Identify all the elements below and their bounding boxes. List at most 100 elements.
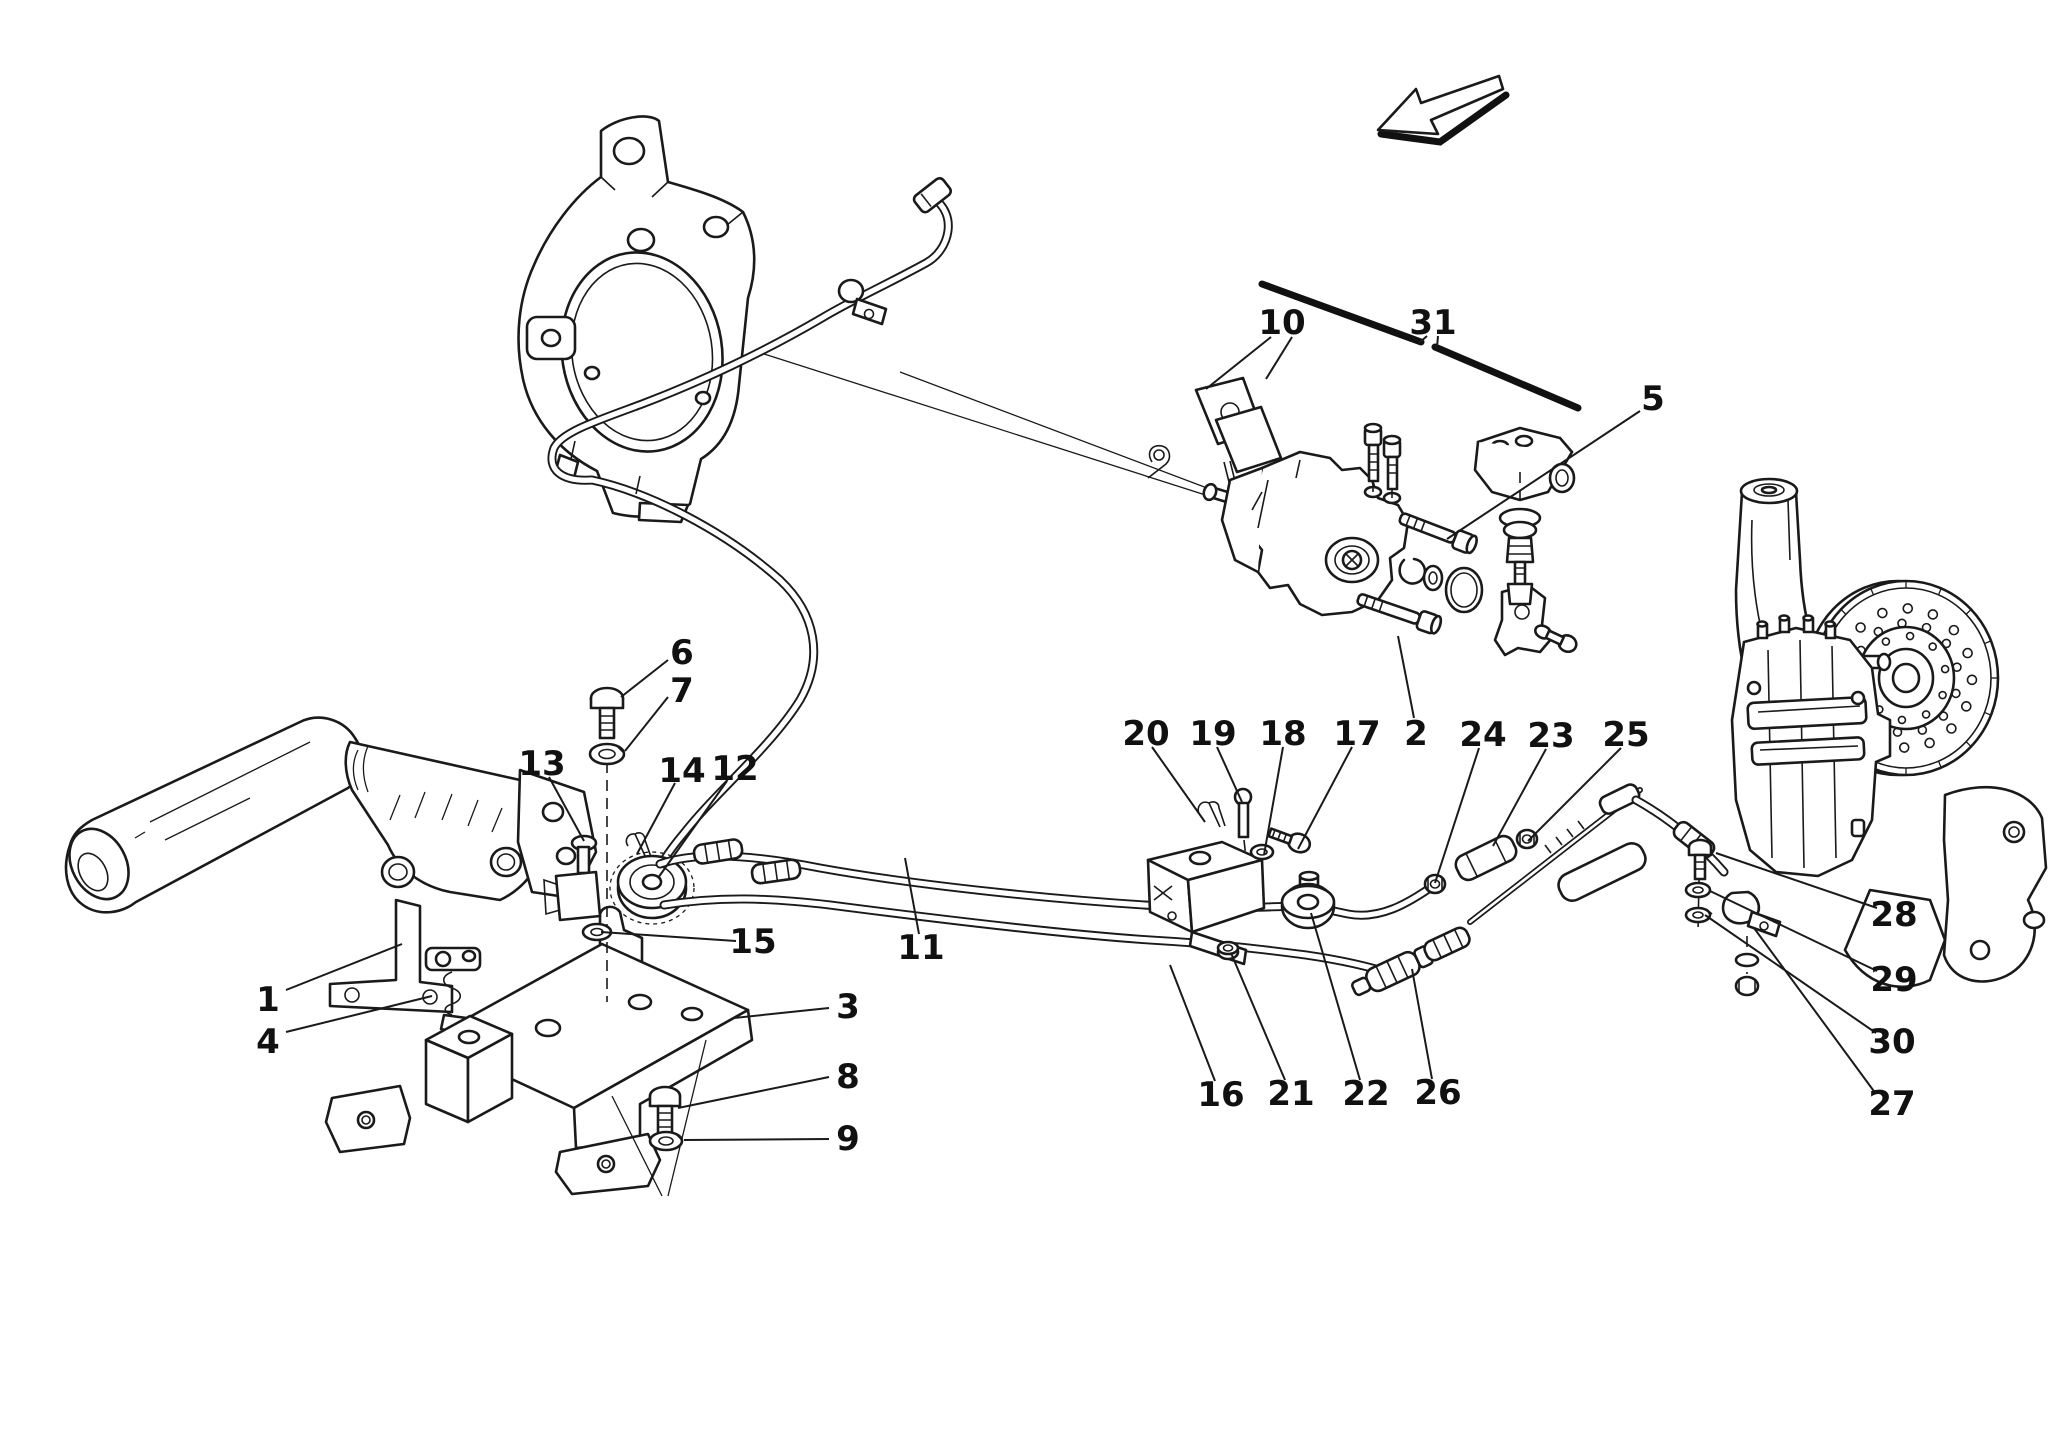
callout-31: 31 [1409,303,1456,343]
support-bracket [324,905,754,1197]
callout-1: 1 [256,980,280,1020]
leader-line-5 [1446,410,1641,540]
washer-7 [588,742,626,766]
leader-line-26 [1411,968,1433,1080]
leader-line-12 [657,780,728,879]
leader-line-1 [285,943,403,991]
leader-line-20 [1151,746,1206,823]
callout-7: 7 [670,671,694,711]
callout-20: 20 [1122,714,1169,754]
leader-line-19 [1216,746,1243,803]
washer-9 [648,1130,684,1152]
callout-27: 27 [1868,1084,1915,1124]
callout-24: 24 [1459,715,1506,755]
callout-28: 28 [1870,895,1917,935]
cable-adjuster-26 [1350,926,1471,997]
callout-16: 16 [1197,1075,1244,1115]
leader-line-27 [1753,927,1877,1095]
leader-line-8 [677,1076,830,1109]
leader-line-16 [1169,964,1216,1082]
leader-line-4 [285,995,433,1033]
cable-clevis [543,870,602,922]
callout-26: 26 [1414,1073,1461,1113]
grommet-22 [1280,870,1336,930]
callout-23: 23 [1527,716,1574,756]
washer-21 [1216,940,1240,961]
long-bolt-5 [1398,512,1478,555]
leader-line-21 [1230,952,1286,1081]
callout-4: 4 [256,1022,280,1062]
caliper-bolt [1363,422,1383,492]
screw-8 [648,1085,682,1136]
leader-line-30 [1704,914,1877,1034]
leader-line-11 [904,857,920,935]
leader-line-25 [1527,747,1622,842]
callout-30: 30 [1868,1022,1915,1062]
assembly-group-line [1258,280,1582,412]
leader-line-31 [1418,335,1428,344]
callout-11: 11 [897,928,944,968]
leader-line-3 [733,1007,830,1019]
callout-6: 6 [670,633,694,673]
washer-29 [1684,881,1712,899]
wheel-knuckle [517,115,756,524]
cable-housing-piece [1557,783,1647,903]
leader-line-29 [1709,890,1878,972]
leader-line-7 [624,696,669,752]
callout-12: 12 [711,749,758,789]
leader-line-28 [1715,852,1878,909]
caliper-cable-end [1631,795,1729,877]
handbrake-cable [547,176,953,885]
callout-25: 25 [1602,715,1649,755]
callout-10: 10 [1258,303,1305,343]
callout-15: 15 [729,922,776,962]
callout-17: 17 [1333,714,1380,754]
callout-9: 9 [836,1119,860,1159]
callout-19: 19 [1189,714,1236,754]
callout-22: 22 [1342,1074,1389,1114]
callout-3: 3 [836,987,860,1027]
leader-line-6 [620,659,669,698]
parking-caliper-assembly [1147,376,1578,657]
leader-line-10 [1265,336,1293,380]
leader-line-18 [1263,746,1284,856]
cable-clip [837,278,888,326]
front-direction-arrow-icon [1376,74,1510,146]
leader-line-31 [1436,335,1439,348]
screw-28 [1687,838,1713,881]
long-bolt-2 [1356,593,1443,635]
leader-line-9 [683,1138,830,1141]
handbrake-lever [64,716,598,1014]
leader-line-14 [636,782,676,855]
cable-end-connector [912,176,953,214]
callout-2: 2 [1404,714,1428,754]
callout-5: 5 [1641,379,1665,419]
callout-21: 21 [1267,1074,1314,1114]
leader-line-22 [1310,912,1361,1081]
cable-clamp-27 [1721,890,1782,997]
cotter-pin-20 [1197,801,1226,828]
leader-line-10 [1205,336,1272,390]
leader-line-15 [600,931,737,942]
nut-24 [1423,873,1447,895]
callout-14: 14 [658,751,705,791]
leader-line-23 [1492,748,1547,847]
rear-caliper [1730,614,1892,878]
clevis-pin-13 [570,834,598,875]
washer-18 [1249,843,1275,861]
nut-25 [1515,828,1539,850]
callout-18: 18 [1259,714,1306,754]
washer-30 [1684,906,1713,924]
leader-line-17 [1297,746,1353,850]
washer-15 [581,922,613,942]
rear-brake-disc-assembly [1730,477,2048,988]
leader-line-2 [1397,635,1415,719]
callout-8: 8 [836,1057,860,1097]
callout-13: 13 [518,744,565,784]
leader-line-24 [1434,747,1480,884]
sleeve-23 [1454,834,1518,882]
callout-29: 29 [1870,960,1917,1000]
screw-6 [589,686,625,740]
leader-line-13 [548,776,585,842]
